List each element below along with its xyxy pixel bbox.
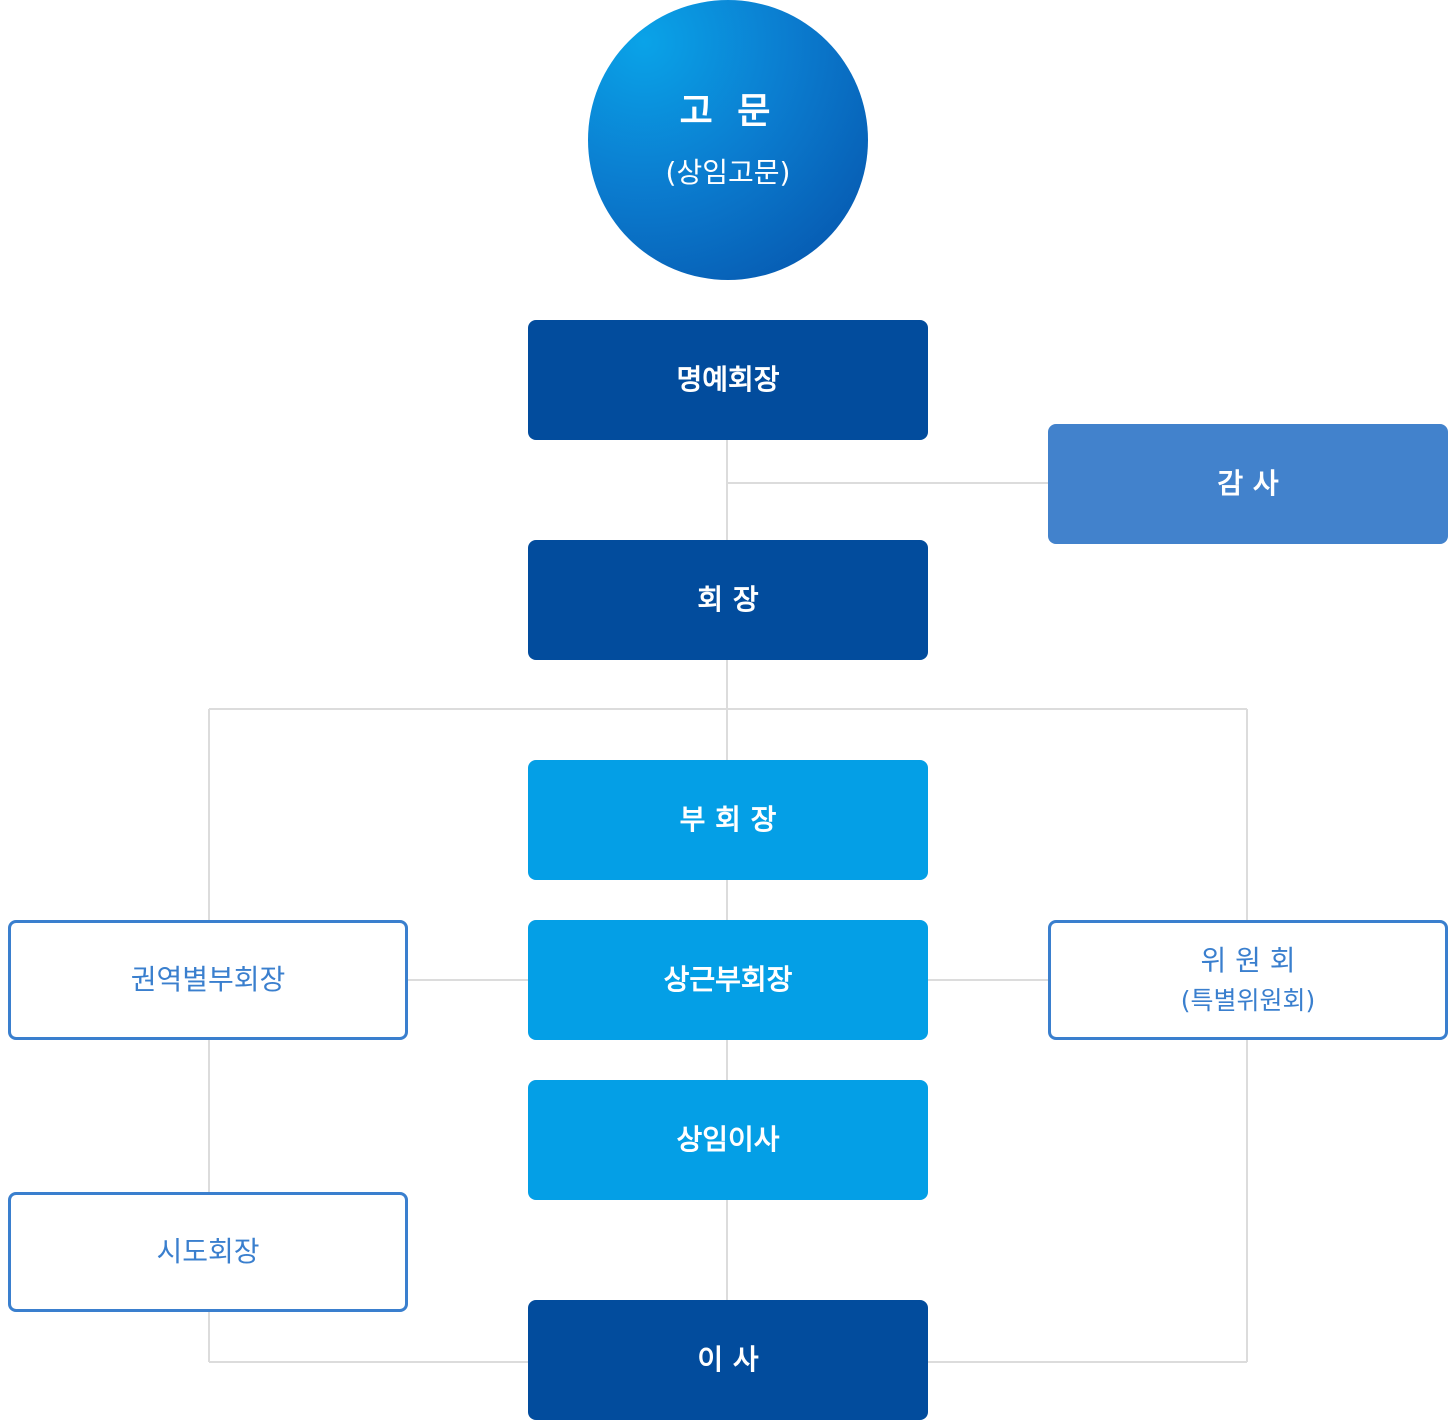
advisor-subtitle: (상임고문): [665, 156, 791, 190]
committee-box: 위 원 회 (특별위원회): [1048, 920, 1448, 1040]
auditor-label: 감 사: [1217, 467, 1279, 501]
advisor-node: 고 문 (상임고문): [588, 0, 868, 280]
committee-title: 위 원 회: [1200, 944, 1296, 978]
regional-vice-chairman-label: 권역별부회장: [130, 963, 286, 997]
chairman-box: 회 장: [528, 540, 928, 660]
standing-vice-chairman-box: 상근부회장: [528, 920, 928, 1040]
honorary-chairman-box: 명예회장: [528, 320, 928, 440]
vice-chairman-box: 부 회 장: [528, 760, 928, 880]
standing-vice-chairman-label: 상근부회장: [663, 963, 793, 997]
standing-director-label: 상임이사: [676, 1123, 780, 1157]
regional-vice-chairman-box: 권역별부회장: [8, 920, 408, 1040]
vice-chairman-label: 부 회 장: [679, 803, 777, 837]
provincial-chairman-box: 시도회장: [8, 1192, 408, 1312]
provincial-chairman-label: 시도회장: [156, 1235, 260, 1269]
standing-director-box: 상임이사: [528, 1080, 928, 1200]
director-box: 이 사: [528, 1300, 928, 1420]
chairman-label: 회 장: [697, 583, 759, 617]
honorary-chairman-label: 명예회장: [676, 363, 780, 397]
auditor-box: 감 사: [1048, 424, 1448, 544]
director-label: 이 사: [697, 1343, 759, 1377]
committee-subtitle: (특별위원회): [1180, 986, 1316, 1016]
advisor-title: 고 문: [679, 90, 777, 132]
